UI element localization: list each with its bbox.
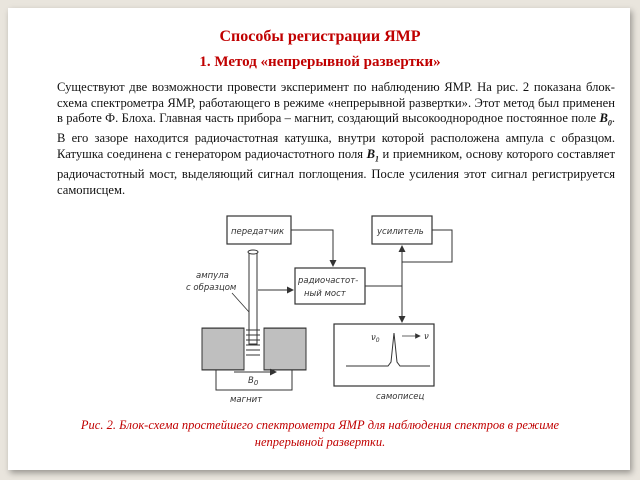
magnet-pole-left xyxy=(201,327,245,371)
figure-caption: Рис. 2. Блок-схема простейшего спектроме… xyxy=(80,418,560,449)
slide xyxy=(8,8,630,470)
slide-subtitle: 1. Метод «непрерывной развертки» xyxy=(199,54,441,70)
field-label: B0 xyxy=(248,376,259,387)
recorder-label: самописец xyxy=(376,392,424,402)
body-text-part-3: и приемником, основу которого составляет… xyxy=(57,146,615,197)
arrow-bridge-to-amplifier xyxy=(365,245,406,287)
recorder-box xyxy=(333,323,435,387)
nu0-label: ν0 xyxy=(371,333,380,344)
nu-label: ν xyxy=(424,332,429,342)
body-text-part-2: . В его зазоре находится радиочастотная … xyxy=(57,111,615,161)
rf-bridge-label-1: радиочастот- xyxy=(297,276,358,286)
ampoule-top xyxy=(247,249,259,255)
symbol-b0: B xyxy=(599,111,608,126)
recorder-signal-trace xyxy=(346,332,430,367)
slide-title: Способы регистрации ЯМР xyxy=(219,28,421,45)
arrow-amplifier-to-recorder xyxy=(398,229,453,323)
symbol-b1: B xyxy=(366,146,375,161)
body-text: Существуют две возможности провести эксп… xyxy=(57,80,615,198)
ampoule-label-2: с образцом xyxy=(186,283,237,293)
magnet-pole-right xyxy=(263,327,307,371)
magnet-frame xyxy=(215,370,293,391)
amplifier-label: усилитель xyxy=(376,227,424,237)
transmitter-label: передатчик xyxy=(231,227,285,237)
rf-coil xyxy=(246,329,260,356)
body-text-part-1: Существуют две возможности провести эксп… xyxy=(57,80,615,126)
magnet-label: магнит xyxy=(230,395,263,405)
symbol-b0-sub: 0 xyxy=(607,118,612,128)
ampoule-pointer xyxy=(231,292,250,313)
ampoule-label-1: ампула xyxy=(196,271,229,281)
arrow-transmitter-to-bridge xyxy=(291,229,337,267)
symbol-b1-sub: 1 xyxy=(375,154,379,164)
amplifier-box xyxy=(371,215,433,245)
rf-bridge-label-2: ный мост xyxy=(304,289,347,299)
